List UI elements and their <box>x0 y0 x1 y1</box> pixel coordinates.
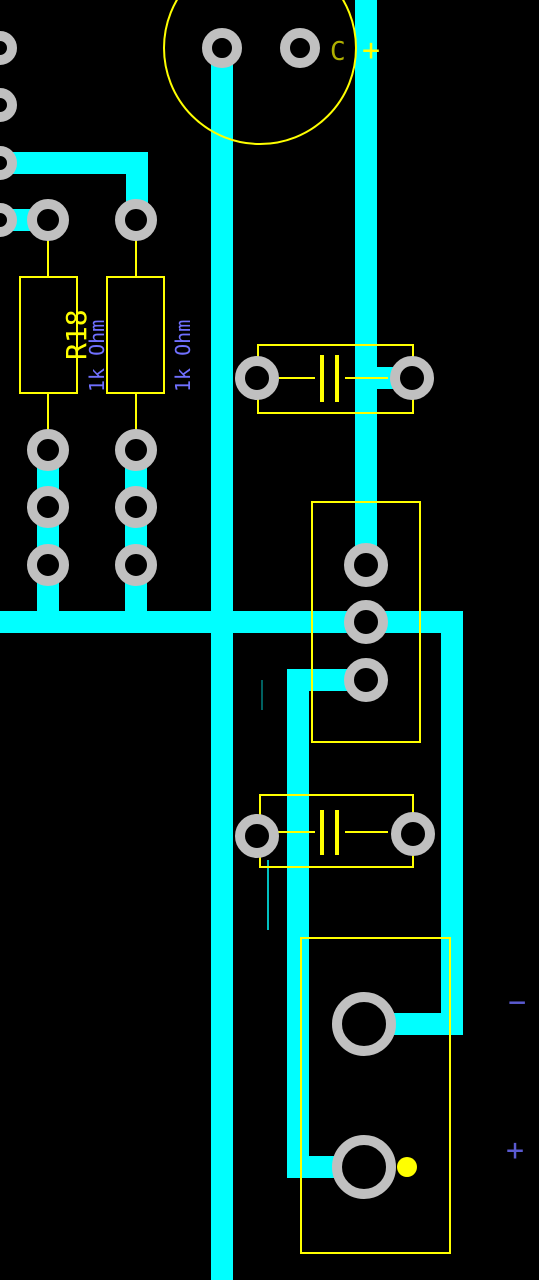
pad-r18-top <box>27 199 69 241</box>
silkscreen <box>19 0 451 1254</box>
pad-r18-bottom-3 <box>27 544 69 586</box>
pad-r-right-bottom-2 <box>115 486 157 528</box>
r18-value: 1k Ohm <box>85 320 109 392</box>
pad-cap-low-2 <box>391 812 435 856</box>
pad-cap-mid-1 <box>235 356 279 400</box>
pads <box>0 28 435 1199</box>
pad-connector-2 <box>332 1135 396 1199</box>
polarity-dot <box>397 1157 417 1177</box>
pad-r18-bottom-2 <box>27 486 69 528</box>
pad-regulator-1 <box>344 543 388 587</box>
terminal-plus-label: + <box>506 1133 524 1168</box>
terminal-minus-label: − <box>508 985 526 1020</box>
pad-r-right-bottom-1 <box>115 429 157 471</box>
pad-cap-top-2 <box>280 28 320 68</box>
pad-cap-low-1 <box>235 814 279 858</box>
pad-r-right-bottom-3 <box>115 544 157 586</box>
pad-connector-1 <box>332 992 396 1056</box>
connector-body <box>300 937 451 1254</box>
regulator-body <box>311 501 421 743</box>
pad-cap-top-1 <box>202 28 242 68</box>
trace-lower-loop <box>287 669 366 1178</box>
pad-left-2 <box>0 88 17 122</box>
pad-regulator-3 <box>344 658 388 702</box>
cap-top-plus-label: + <box>362 33 380 68</box>
r-right-value: 1k Ohm <box>171 320 195 392</box>
pad-regulator-2 <box>344 600 388 644</box>
r18-designator: R18 <box>60 309 93 360</box>
pad-cap-mid-2 <box>390 356 434 400</box>
pad-left-4 <box>0 203 17 237</box>
copper-traces <box>0 0 463 1280</box>
cap-top-label: C <box>330 37 346 67</box>
pad-left-1 <box>0 31 17 65</box>
pad-r-right-top <box>115 199 157 241</box>
pad-left-3 <box>0 146 17 180</box>
pad-r18-bottom-1 <box>27 429 69 471</box>
r-right-body <box>106 276 165 394</box>
trace-horizontal-bus <box>0 611 463 1035</box>
cap-top-outline <box>163 0 357 145</box>
